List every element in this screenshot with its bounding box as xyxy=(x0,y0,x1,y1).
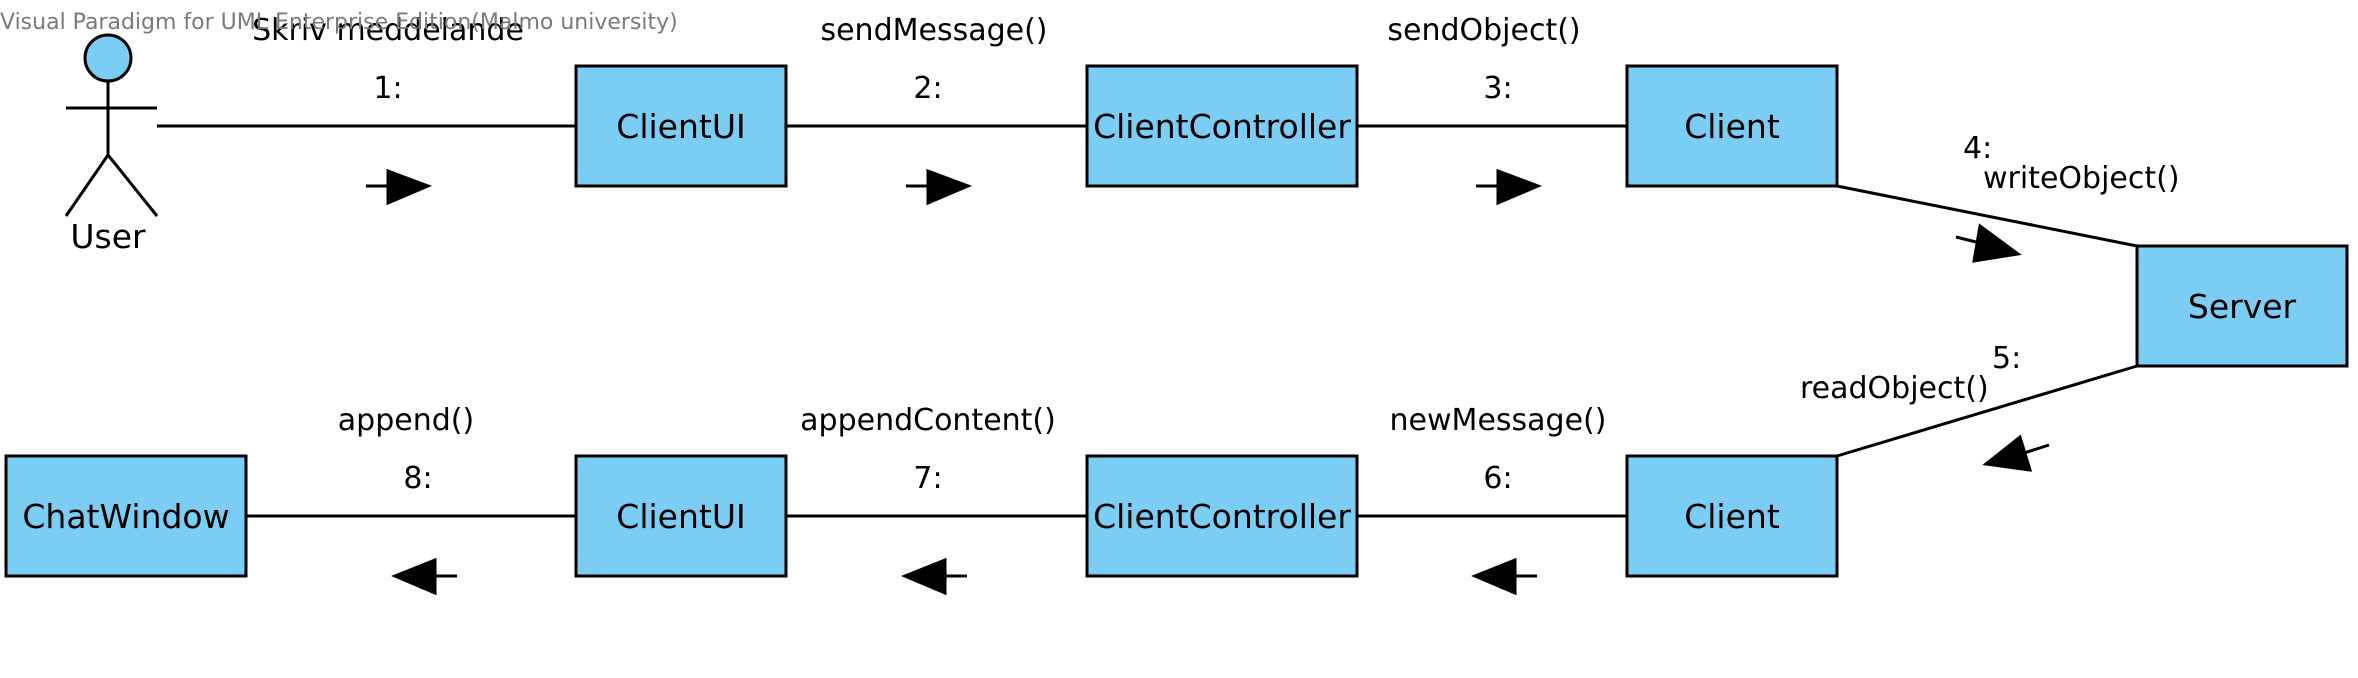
message-2-arrow-icon xyxy=(906,168,973,206)
object-chatwindow[interactable]: ChatWindow xyxy=(4,454,248,578)
message-6-name: newMessage() xyxy=(1390,403,1607,438)
link-client-server xyxy=(1836,184,2138,248)
message-7-arrow-icon xyxy=(901,557,967,596)
message-1-arrow-icon xyxy=(366,168,433,206)
object-label: Server xyxy=(2188,287,2297,326)
object-label: Client xyxy=(1684,107,1780,146)
actor-label: User xyxy=(70,217,146,256)
object-label: ChatWindow xyxy=(22,497,229,536)
message-2-number: 2: xyxy=(913,71,942,106)
link-server-client xyxy=(1836,364,2138,458)
object-client-top[interactable]: Client xyxy=(1625,64,1839,188)
message-1-name: Skriv meddelande xyxy=(252,13,524,48)
message-2-name: sendMessage() xyxy=(820,13,1047,48)
message-8-arrow-icon xyxy=(391,557,457,596)
message-6-arrow-icon xyxy=(1471,557,1537,596)
message-4-arrow-icon xyxy=(1955,223,2022,263)
object-client-bottom[interactable]: Client xyxy=(1625,454,1839,578)
object-clientcontroller-top[interactable]: ClientController xyxy=(1085,64,1359,188)
object-label: ClientUI xyxy=(616,107,745,146)
message-8-name: append() xyxy=(338,403,474,438)
message-5-arrow-icon xyxy=(1982,434,2050,472)
message-3-name: sendObject() xyxy=(1387,13,1580,48)
stick-figure-actor-icon xyxy=(64,33,159,217)
object-clientcontroller-bottom[interactable]: ClientController xyxy=(1085,454,1359,578)
object-label: Client xyxy=(1684,497,1780,536)
object-label: ClientUI xyxy=(616,497,745,536)
message-3-number: 3: xyxy=(1483,71,1512,106)
object-label: ClientController xyxy=(1093,497,1351,536)
user-actor[interactable]: User xyxy=(64,33,159,256)
watermark: Visual Paradigm for UML Enterprise Editi… xyxy=(0,10,678,35)
message-3-arrow-icon xyxy=(1476,168,1543,206)
message-8-number: 8: xyxy=(403,461,432,496)
message-4-number: 4: xyxy=(1963,131,1992,166)
message-5-name: readObject() xyxy=(1800,371,1989,406)
message-1-number: 1: xyxy=(373,71,402,106)
message-7-number: 7: xyxy=(913,461,942,496)
object-label: ClientController xyxy=(1093,107,1351,146)
message-6-number: 6: xyxy=(1483,461,1512,496)
message-4-name: writeObject() xyxy=(1983,161,2180,196)
message-5-number: 5: xyxy=(1992,341,2021,376)
object-clientui-bottom[interactable]: ClientUI xyxy=(574,454,788,578)
object-clientui-top[interactable]: ClientUI xyxy=(574,64,788,188)
message-7-name: appendContent() xyxy=(800,403,1056,438)
object-server[interactable]: Server xyxy=(2135,244,2349,368)
